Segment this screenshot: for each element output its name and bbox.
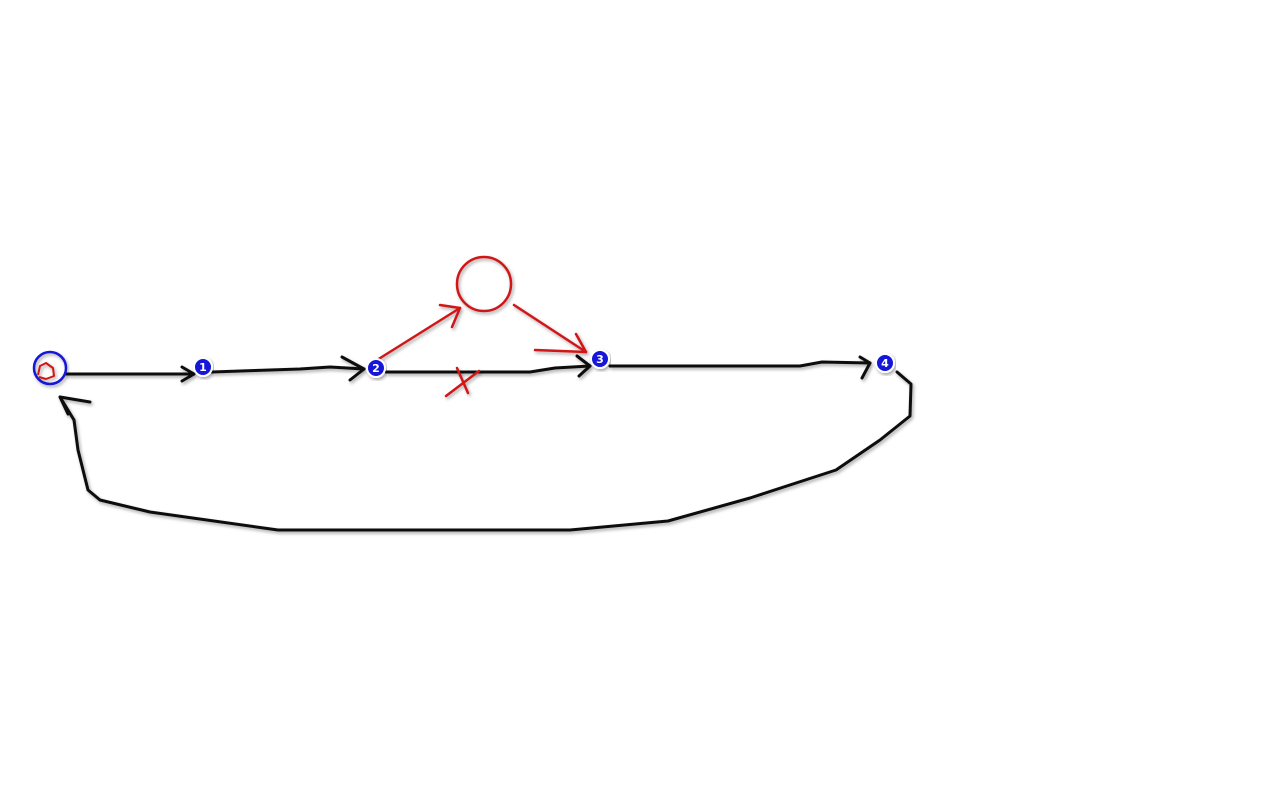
start-node <box>32 350 68 386</box>
arrowhead-into-new-node <box>438 303 462 329</box>
edge-2-to-new-node <box>375 306 462 362</box>
arrowhead-into-3-red <box>533 332 588 354</box>
edge-1-to-2 <box>210 365 366 374</box>
node-1-marker <box>193 357 213 377</box>
removed-edge-cross-stroke-1 <box>455 366 470 395</box>
node-4-label: 4 <box>881 357 889 370</box>
node-3: 3 <box>590 349 610 369</box>
edge-new-node-to-3 <box>512 303 588 354</box>
new-node-circle <box>455 255 513 313</box>
node-4-marker <box>875 353 895 373</box>
node-2: 2 <box>366 358 386 378</box>
node-2-label: 2 <box>372 362 380 375</box>
node-1-label: 1 <box>199 361 207 374</box>
red-corrections <box>375 255 588 398</box>
return-edge-4-to-start <box>58 370 913 532</box>
arrowhead-into-start <box>58 395 92 416</box>
edge-3-to-4 <box>608 360 872 368</box>
start-node-ring <box>32 350 68 386</box>
node-1: 1 <box>193 357 213 377</box>
removed-edge-cross-stroke-2 <box>444 369 481 398</box>
node-2-marker <box>366 358 386 378</box>
arrowhead-into-3 <box>575 354 592 378</box>
start-node-marker <box>37 362 55 380</box>
arrowhead-into-4 <box>858 355 872 380</box>
arrowhead-into-1 <box>180 365 196 383</box>
node-4: 4 <box>875 353 895 373</box>
node-3-label: 3 <box>596 353 604 366</box>
node-3-marker <box>590 349 610 369</box>
arrowhead-into-2 <box>340 355 366 382</box>
